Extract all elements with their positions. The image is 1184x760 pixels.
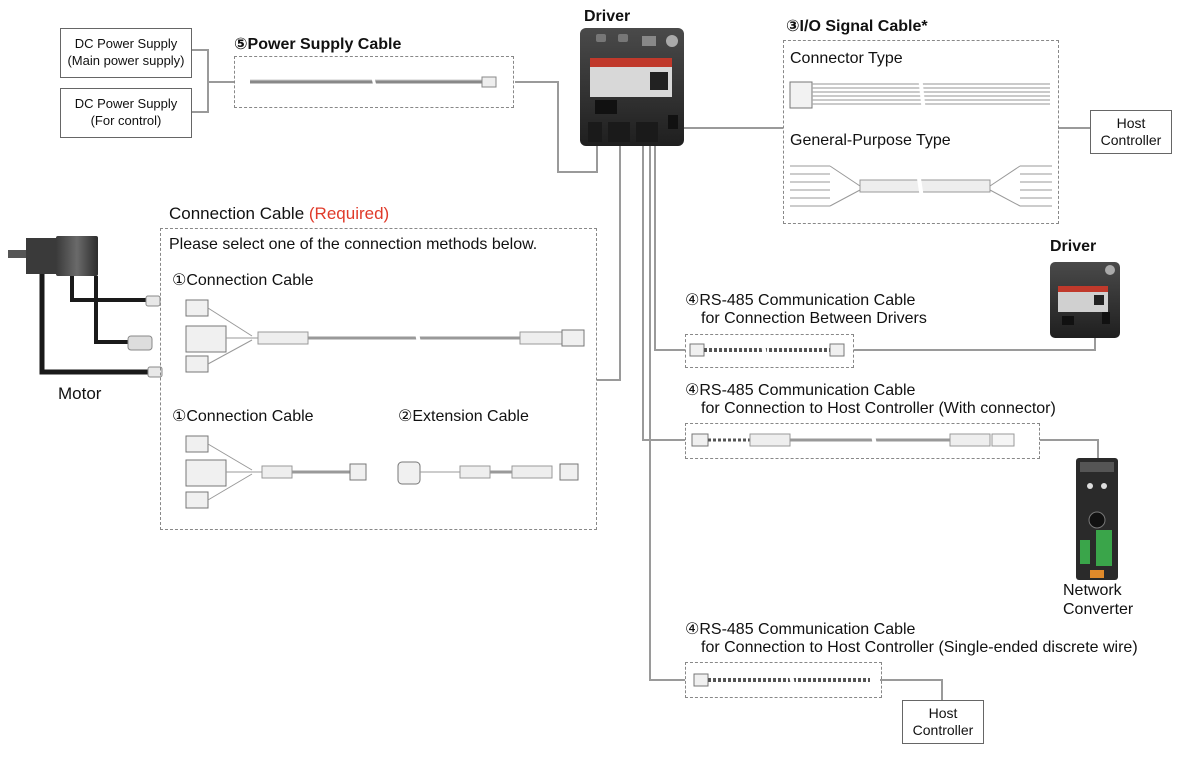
extension-cable-label: ②Extension Cable — [398, 408, 529, 425]
connection-instruction: Please select one of the connection meth… — [169, 236, 538, 253]
dc-power-ctrl-line2: (For control) — [90, 113, 162, 128]
rs485-b-line2: for Connection to Host Controller (With … — [701, 400, 1056, 417]
rs485-c-line1: ④RS-485 Communication Cable — [685, 621, 916, 638]
io-cable-title: ③I/O Signal Cable* — [786, 18, 928, 35]
connection-cable-title-text: Connection Cable — [169, 204, 305, 223]
io-connector-type-label: Connector Type — [790, 50, 903, 67]
converter-line1: Network — [1063, 582, 1122, 599]
dc-power-supply-main-box: DC Power Supply (Main power supply) — [60, 28, 192, 78]
network-converter-label: Network Converter — [1063, 581, 1133, 619]
driver-2-illustration — [1050, 262, 1120, 338]
power-lines — [192, 49, 598, 173]
connection-cable-1-drawing — [185, 299, 585, 373]
rs485-a-label: ④RS-485 Communication Cable for Connecti… — [685, 292, 927, 328]
driver-2-title: Driver — [1050, 238, 1097, 255]
connection-cable-1b-label: ①Connection Cable — [172, 408, 314, 425]
driver-illustration — [580, 28, 684, 146]
converter-line2: Converter — [1063, 601, 1134, 618]
io-host-line2: Controller — [1100, 132, 1162, 148]
rs485-c-line2: for Connection to Host Controller (Singl… — [701, 639, 1138, 656]
rs485-host-line1: Host — [928, 705, 958, 721]
rs485-b-frame — [685, 423, 1040, 459]
extension-cable-drawing — [397, 461, 579, 485]
rs485-b-label: ④RS-485 Communication Cable for Connecti… — [685, 382, 1056, 418]
rs485-cable-b-drawing — [691, 429, 1015, 451]
rs485-a-line2: for Connection Between Drivers — [701, 310, 927, 327]
rs485-cable-c-drawing — [693, 669, 870, 691]
power-cable-label: ⑤Power Supply Cable — [234, 36, 402, 53]
power-cable-drawing — [250, 73, 497, 91]
io-general-type-label: General-Purpose Type — [790, 132, 951, 149]
motor-label: Motor — [58, 384, 102, 403]
rs485-b-line1: ④RS-485 Communication Cable — [685, 382, 916, 399]
connection-cable-frame — [160, 228, 597, 530]
connection-cable-1b-drawing — [185, 435, 367, 509]
rs485-host-line2: Controller — [912, 722, 974, 738]
required-tag: (Required) — [308, 204, 390, 223]
io-connector-cable — [789, 75, 1050, 113]
io-cable-frame — [783, 40, 1059, 224]
rs485-a-frame — [685, 334, 854, 368]
dc-power-main-line1: DC Power Supply — [74, 36, 178, 51]
rs485-a-line1: ④RS-485 Communication Cable — [685, 292, 916, 309]
io-host-controller-box: Host Controller — [1090, 110, 1172, 154]
dc-power-main-line2: (Main power supply) — [67, 53, 185, 68]
dc-power-supply-control-box: DC Power Supply (For control) — [60, 88, 192, 138]
rs485-cable-a-drawing — [689, 339, 845, 361]
connection-cable-title: Connection Cable (Required) — [169, 204, 389, 224]
io-host-line1: Host — [1116, 115, 1146, 131]
rs485-host-controller-box: Host Controller — [902, 700, 984, 744]
network-converter-illustration — [1076, 458, 1118, 580]
rs485-c-label: ④RS-485 Communication Cable for Connecti… — [685, 621, 1138, 657]
power-cable-frame — [234, 56, 514, 108]
io-general-cable — [790, 165, 1052, 207]
connection-cable-1-label: ①Connection Cable — [172, 272, 314, 289]
dc-power-ctrl-line1: DC Power Supply — [74, 96, 178, 111]
motor-illustration — [8, 236, 163, 378]
driver-title: Driver — [584, 8, 631, 25]
rs485-c-frame — [685, 662, 882, 698]
